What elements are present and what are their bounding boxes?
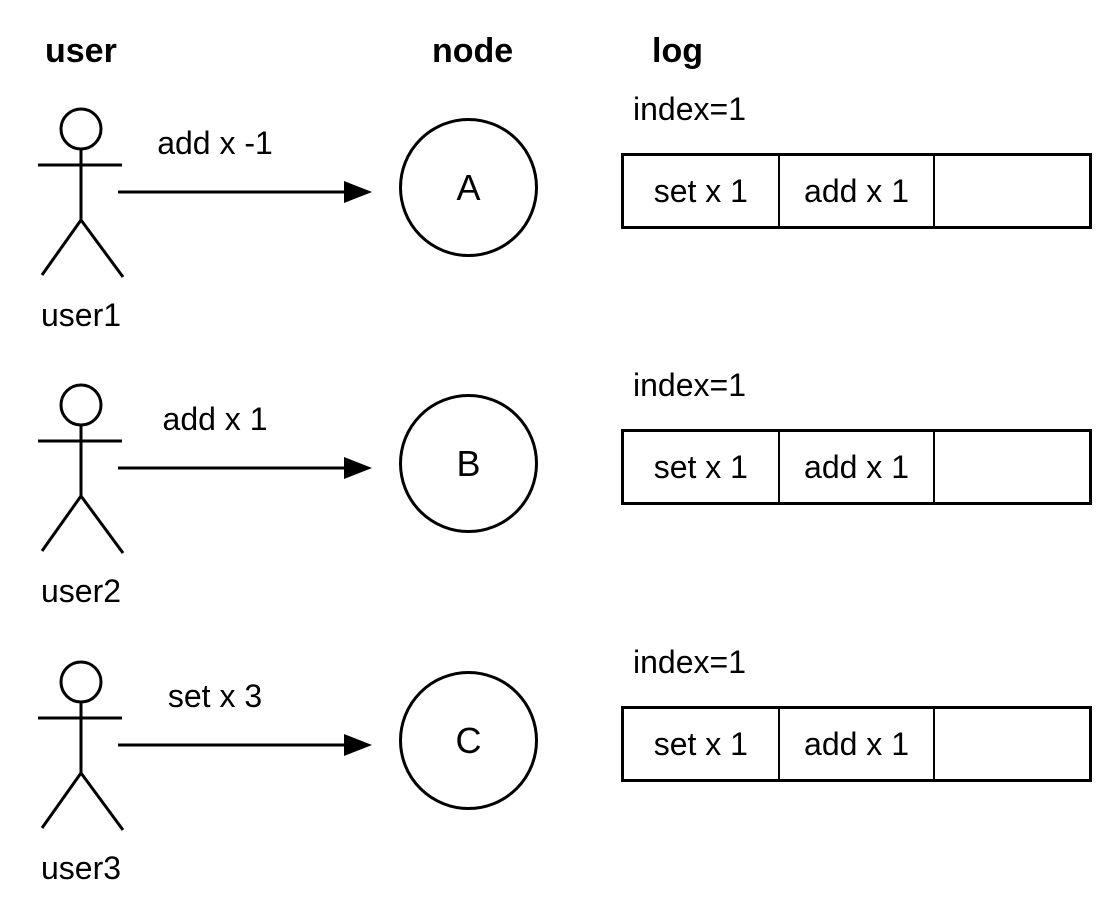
log-cell (933, 156, 1089, 226)
node-circle: C (399, 671, 538, 810)
diagram-row-user1: user1 add x -1 A index=1 set x 1 add x 1 (0, 90, 1118, 362)
log-cell: add x 1 (777, 156, 934, 226)
message-label: add x -1 (157, 125, 273, 161)
message-label: add x 1 (162, 401, 268, 437)
node-label: C (455, 719, 482, 761)
column-header-user: user (45, 32, 117, 70)
log-cell: set x 1 (653, 725, 748, 762)
node-circle: A (399, 118, 538, 257)
user-name-label: user1 (40, 297, 122, 333)
column-header-node: node (432, 32, 514, 70)
log-index-label: index=1 (633, 91, 746, 127)
log-table: set x 1 add x 1 (621, 153, 1092, 229)
stick-figure-icon (38, 107, 125, 278)
node-label: B (456, 442, 481, 484)
log-table: set x 1 add x 1 (621, 429, 1092, 505)
log-table: set x 1 add x 1 (621, 706, 1092, 782)
message-label: set x 3 (167, 678, 263, 714)
user-name-label: user3 (40, 850, 122, 886)
arrow-icon (118, 734, 372, 756)
log-index-label: index=1 (633, 367, 746, 403)
node-circle: B (399, 394, 538, 533)
log-cell (933, 709, 1089, 779)
log-cell: set x 1 (653, 448, 748, 485)
log-cell: add x 1 (777, 709, 934, 779)
log-cell (933, 432, 1089, 502)
arrow-icon (118, 181, 372, 203)
diagram-row-user3: user3 set x 3 C index=1 set x 1 add x 1 (0, 643, 1118, 915)
stick-figure-icon (38, 383, 125, 554)
log-cell: add x 1 (777, 432, 934, 502)
column-header-log: log (652, 32, 703, 70)
log-index-label: index=1 (633, 644, 746, 680)
stick-figure-icon (38, 660, 125, 831)
arrow-icon (118, 457, 372, 479)
diagram-row-user2: user2 add x 1 B index=1 set x 1 add x 1 (0, 366, 1118, 638)
log-cell: set x 1 (653, 172, 748, 209)
user-name-label: user2 (40, 573, 122, 609)
node-label: A (456, 166, 481, 208)
